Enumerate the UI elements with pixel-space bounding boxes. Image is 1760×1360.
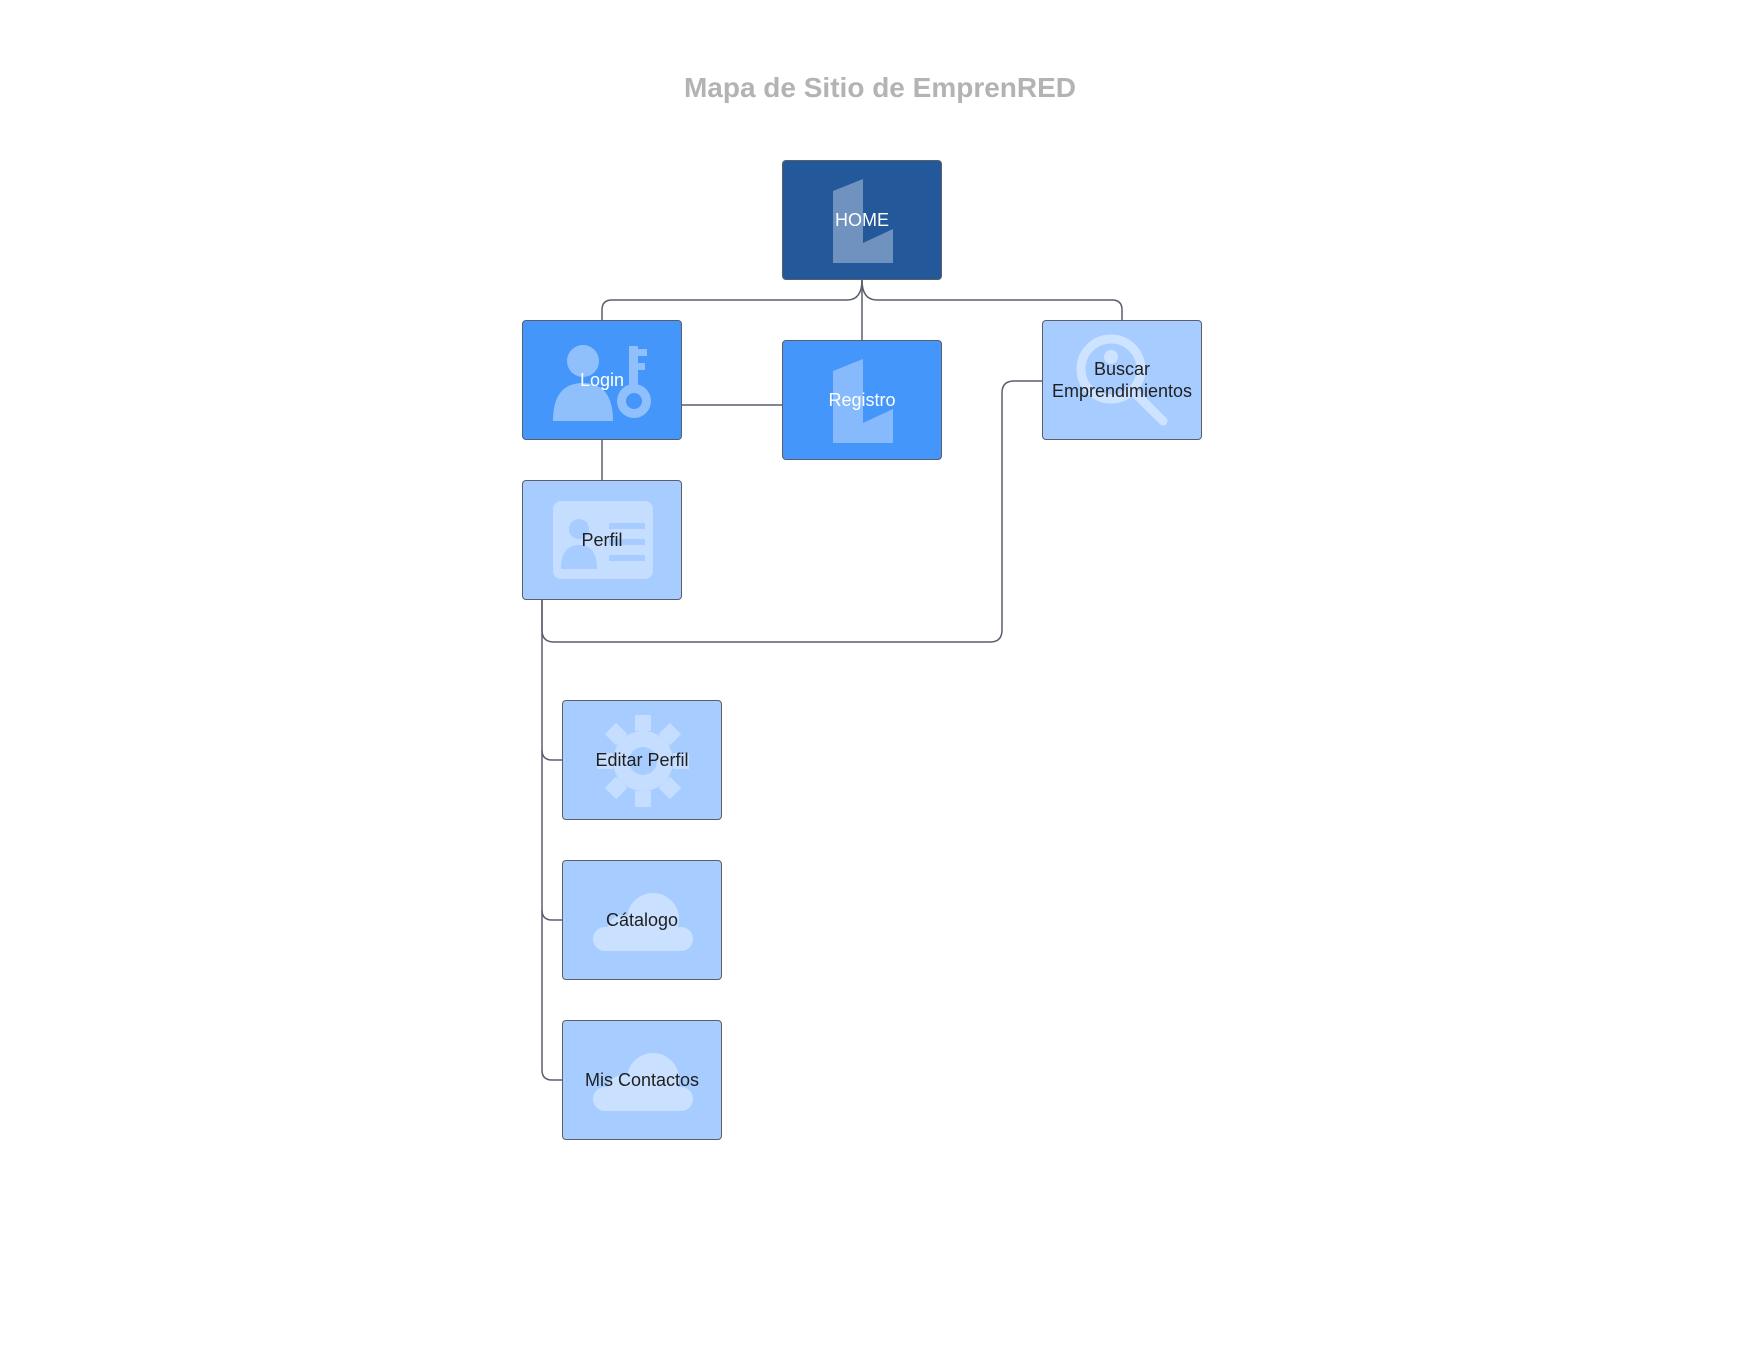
node-buscar-emprendimientos[interactable]: Buscar Emprendimientos bbox=[1042, 320, 1202, 440]
page-title: Mapa de Sitio de EmprenRED bbox=[683, 72, 1077, 103]
search-icon bbox=[1076, 334, 1168, 426]
node-catalogo-label: Cátalogo bbox=[605, 910, 679, 930]
node-mis-contactos-label: Mis Contactos bbox=[584, 1070, 700, 1090]
gear-icon bbox=[597, 715, 689, 807]
building-icon bbox=[833, 359, 893, 443]
node-editar-perfil[interactable]: Editar Perfil bbox=[562, 700, 722, 820]
cloud-icon bbox=[593, 893, 693, 951]
node-home[interactable]: HOME bbox=[782, 160, 942, 280]
node-buscar-label: Buscar Emprendimientos bbox=[1051, 359, 1193, 401]
id-card-icon bbox=[553, 501, 653, 579]
building-icon bbox=[833, 179, 893, 263]
user-key-icon bbox=[553, 345, 651, 421]
cloud-icon bbox=[593, 1053, 693, 1111]
node-perfil-label: Perfil bbox=[581, 530, 623, 550]
node-editar-perfil-label: Editar Perfil bbox=[595, 750, 689, 770]
node-mis-contactos[interactable]: Mis Contactos bbox=[562, 1020, 722, 1140]
node-registro-label: Registro bbox=[828, 390, 896, 410]
node-home-label: HOME bbox=[835, 210, 889, 230]
node-perfil[interactable]: Perfil bbox=[522, 480, 682, 600]
node-login[interactable]: Login bbox=[522, 320, 682, 440]
node-login-label: Login bbox=[579, 370, 625, 390]
node-catalogo[interactable]: Cátalogo bbox=[562, 860, 722, 980]
node-registro[interactable]: Registro bbox=[782, 340, 942, 460]
